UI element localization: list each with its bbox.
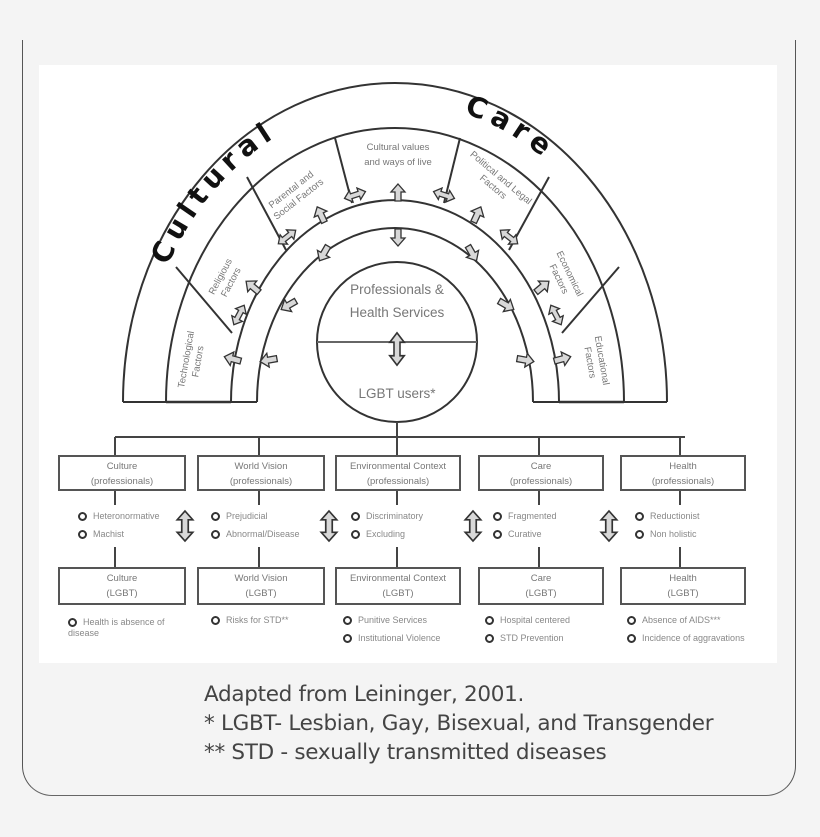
figure-caption: Adapted from Leininger, 2001. * LGBT- Le… — [204, 680, 714, 767]
circle-bottom-label: LGBT users* — [358, 386, 436, 401]
bullet: Reductionist — [635, 511, 700, 522]
box-environment-lgbt: Environmental Context(LGBT) — [335, 567, 461, 605]
bullet: Curative — [493, 529, 542, 540]
box-health-lgbt: Health(LGBT) — [620, 567, 746, 605]
factor-religious: ReligiousFactors — [207, 257, 246, 303]
box-care-lgbt: Care(LGBT) — [478, 567, 604, 605]
bullet: Incidence of aggravations — [627, 633, 745, 644]
circle-top-label-2: Health Services — [350, 305, 445, 320]
box-worldvision-lgbt: World Vision(LGBT) — [197, 567, 325, 605]
box-care-professionals: Care(professionals) — [478, 455, 604, 491]
bullet: Hospital centered — [485, 615, 570, 626]
factor-economical: EconomicalFactors — [543, 249, 585, 303]
caption-source: Adapted from Leininger, 2001. — [204, 682, 525, 707]
cultural-care-diagram: Cultural Care TechnologicalFactors Relig… — [39, 65, 777, 663]
bullet: STD Prevention — [485, 633, 564, 644]
arch-diagram: Cultural Care TechnologicalFactors Relig… — [114, 82, 685, 567]
bullet: Heteronormative — [78, 511, 160, 522]
bullet: Non holistic — [635, 529, 697, 540]
bullet: Excluding — [351, 529, 405, 540]
factor-educational: EducationalFactors — [580, 335, 611, 388]
bullet: Prejudicial — [211, 511, 268, 522]
bullet: Machist — [78, 529, 124, 540]
arch-title: Cultural — [144, 113, 282, 269]
bullet: Risks for STD** — [211, 615, 289, 626]
bullet: Health is absence of disease — [68, 617, 165, 638]
tree-connectors — [114, 422, 685, 567]
bullet: Abnormal/Disease — [211, 529, 300, 540]
bullet: Absence of AIDS*** — [627, 615, 721, 626]
bullet: Institutional Violence — [343, 633, 440, 644]
box-health-professionals: Health(professionals) — [620, 455, 746, 491]
box-environment-professionals: Environmental Context(professionals) — [335, 455, 461, 491]
caption-footnote-lgbt: * LGBT- Lesbian, Gay, Bisexual, and Tran… — [204, 711, 714, 736]
caption-footnote-std: ** STD - sexually transmitted diseases — [204, 740, 607, 765]
bullet: Punitive Services — [343, 615, 427, 626]
factor-technological: TechnologicalFactors — [176, 330, 209, 391]
card-frame — [22, 40, 796, 796]
factor-political-legal: Political and LegalFactors — [460, 149, 534, 216]
box-culture-lgbt: Culture(LGBT) — [58, 567, 186, 605]
box-worldvision-professionals: World Vision(professionals) — [197, 455, 325, 491]
circle-top-label-1: Professionals & — [350, 282, 444, 297]
bullet: Fragmented — [493, 511, 557, 522]
box-culture-professionals: Culture(professionals) — [58, 455, 186, 491]
bullet: Discriminatory — [351, 511, 423, 522]
